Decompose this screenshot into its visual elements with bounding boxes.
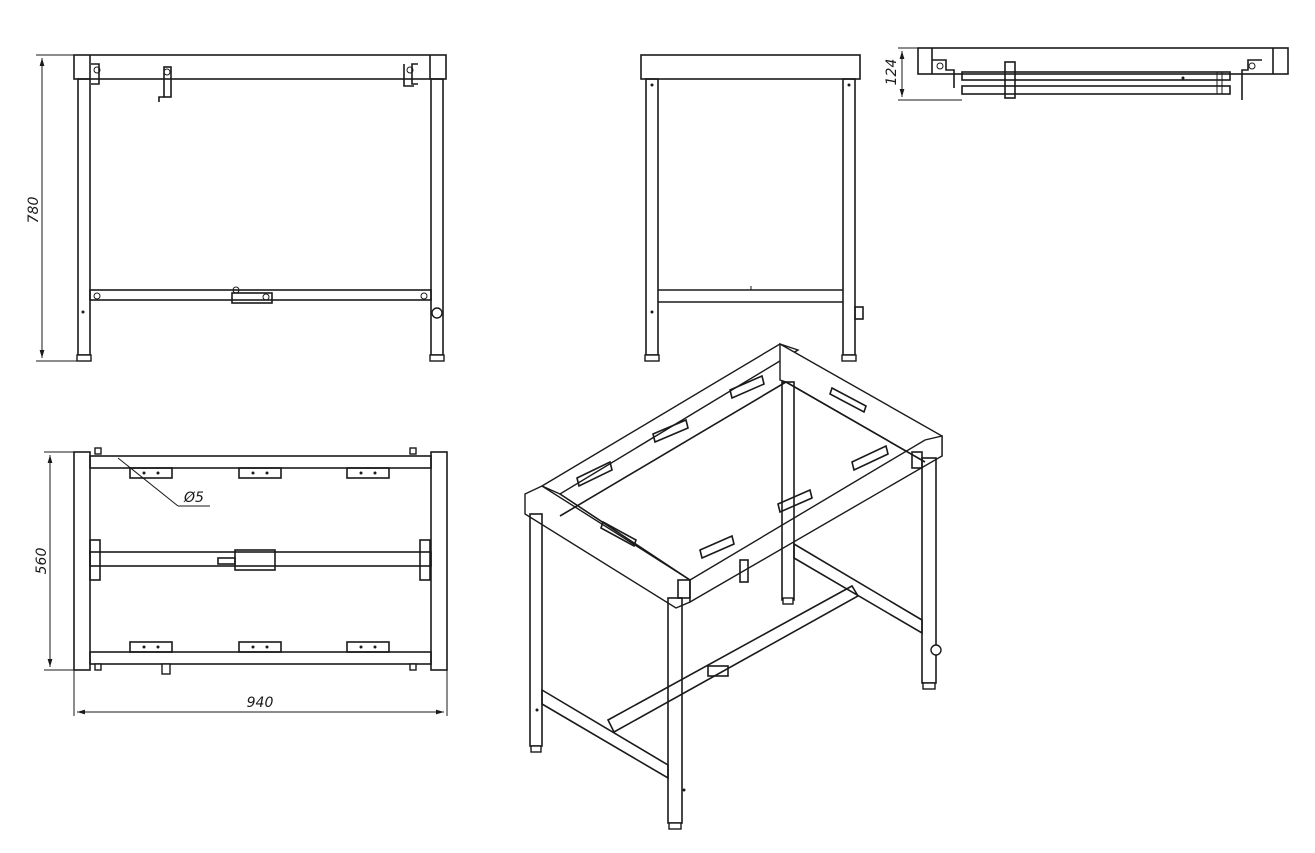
isometric-view bbox=[524, 342, 943, 830]
front-view bbox=[73, 54, 447, 362]
hole-diameter-label: Ø5 bbox=[183, 490, 204, 506]
top-view bbox=[917, 47, 1289, 100]
height-label: 780 bbox=[26, 197, 42, 224]
dimension-top-height: 124 bbox=[884, 47, 962, 101]
side-view bbox=[640, 54, 864, 362]
dimension-width: 940 bbox=[73, 670, 448, 716]
depth-label: 560 bbox=[34, 548, 50, 575]
top-height-label: 124 bbox=[884, 59, 900, 86]
dimension-height: 780 bbox=[26, 54, 77, 362]
width-label: 940 bbox=[247, 695, 274, 711]
dimension-depth: 560 bbox=[34, 451, 74, 671]
plan-view: Ø5 bbox=[73, 447, 448, 675]
